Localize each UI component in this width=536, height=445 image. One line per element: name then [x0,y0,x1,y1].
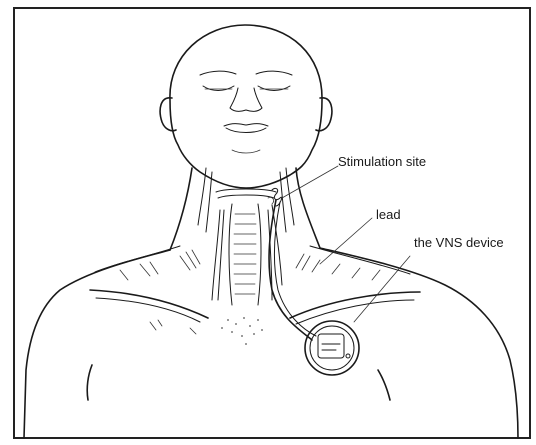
lead-label: lead [376,207,401,222]
stimulation-site-label: Stimulation site [338,154,426,169]
vns-device-label: the VNS device [414,235,504,250]
